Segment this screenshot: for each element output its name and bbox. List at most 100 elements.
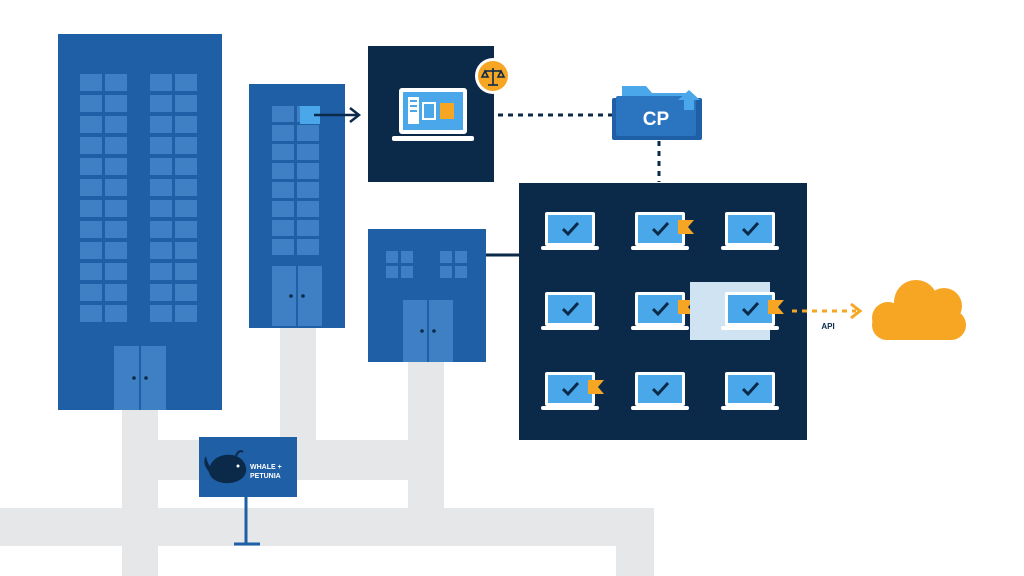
window: [80, 158, 102, 175]
window: [175, 305, 197, 322]
device-laptop: [631, 292, 694, 330]
check-icon: [741, 221, 760, 237]
window: [272, 182, 294, 198]
window: [150, 95, 172, 112]
flag-icon: [678, 220, 694, 234]
window: [175, 242, 197, 259]
window: [175, 74, 197, 91]
folder-icon: CP: [612, 86, 702, 140]
window: [272, 125, 294, 141]
office-building-windows: [386, 251, 467, 278]
admin-console-panel: [368, 46, 494, 182]
window: [175, 179, 197, 196]
window: [440, 266, 452, 278]
window: [150, 158, 172, 175]
whale-icon: [204, 450, 247, 484]
sign-line-2: PETUNIA: [250, 473, 281, 480]
window: [386, 266, 398, 278]
window: [175, 116, 197, 133]
window: [80, 116, 102, 133]
window: [80, 284, 102, 301]
window: [80, 263, 102, 280]
window: [80, 242, 102, 259]
window: [150, 305, 172, 322]
road-segment: [408, 360, 444, 530]
window: [175, 200, 197, 217]
device-laptop: [541, 372, 604, 410]
road-segment: [0, 508, 654, 546]
window: [105, 179, 127, 196]
console-laptop-icon: [392, 88, 474, 141]
window: [272, 163, 294, 179]
window: [386, 251, 398, 263]
window: [150, 116, 172, 133]
window: [297, 220, 319, 236]
window: [175, 95, 197, 112]
road-segment: [122, 405, 158, 576]
window: [105, 305, 127, 322]
window: [297, 201, 319, 217]
window: [297, 125, 319, 141]
window: [80, 137, 102, 154]
window: [272, 106, 294, 122]
flag-icon: [588, 380, 604, 394]
flag-icon: [768, 300, 784, 314]
window: [80, 305, 102, 322]
check-icon: [561, 381, 580, 397]
api-label: API: [821, 322, 834, 331]
window: [401, 266, 413, 278]
window: [105, 221, 127, 238]
medium-building-door: [272, 266, 322, 326]
device-laptop: [541, 292, 599, 330]
window: [150, 242, 172, 259]
device-laptop: [631, 212, 694, 250]
check-icon: [741, 301, 760, 317]
window: [105, 200, 127, 217]
device-laptop: [631, 372, 689, 410]
window: [297, 163, 319, 179]
device-laptop: [541, 212, 599, 250]
window: [150, 74, 172, 91]
window: [105, 284, 127, 301]
window: [150, 263, 172, 280]
tall-building-door: [114, 346, 166, 410]
window: [150, 200, 172, 217]
check-icon: [561, 221, 580, 237]
window: [105, 74, 127, 91]
road-segment: [616, 508, 654, 576]
window: [272, 144, 294, 160]
device-laptop: [721, 212, 779, 250]
check-icon: [561, 301, 580, 317]
api-arrow: API: [792, 302, 863, 331]
window: [105, 95, 127, 112]
window: [105, 242, 127, 259]
window: [105, 263, 127, 280]
window: [105, 116, 127, 133]
office-building-door: [403, 300, 453, 362]
window: [272, 239, 294, 255]
connector-arrow: [314, 107, 362, 123]
window: [80, 200, 102, 217]
window: [175, 221, 197, 238]
window: [105, 137, 127, 154]
window: [401, 251, 413, 263]
window: [272, 220, 294, 236]
window: [105, 158, 127, 175]
window: [80, 74, 102, 91]
window: [80, 221, 102, 238]
balance-scale-icon: [475, 58, 511, 94]
window: [297, 182, 319, 198]
folder-label: CP: [643, 109, 670, 130]
window: [150, 179, 172, 196]
window: [455, 266, 467, 278]
window: [175, 137, 197, 154]
window: [80, 95, 102, 112]
check-icon: [651, 301, 670, 317]
company-sign: WHALE + PETUNIA: [199, 437, 297, 546]
tall-building: [58, 34, 222, 410]
highlighted-window: [300, 106, 320, 124]
window: [150, 137, 172, 154]
medium-building: [249, 84, 345, 328]
check-icon: [651, 381, 670, 397]
